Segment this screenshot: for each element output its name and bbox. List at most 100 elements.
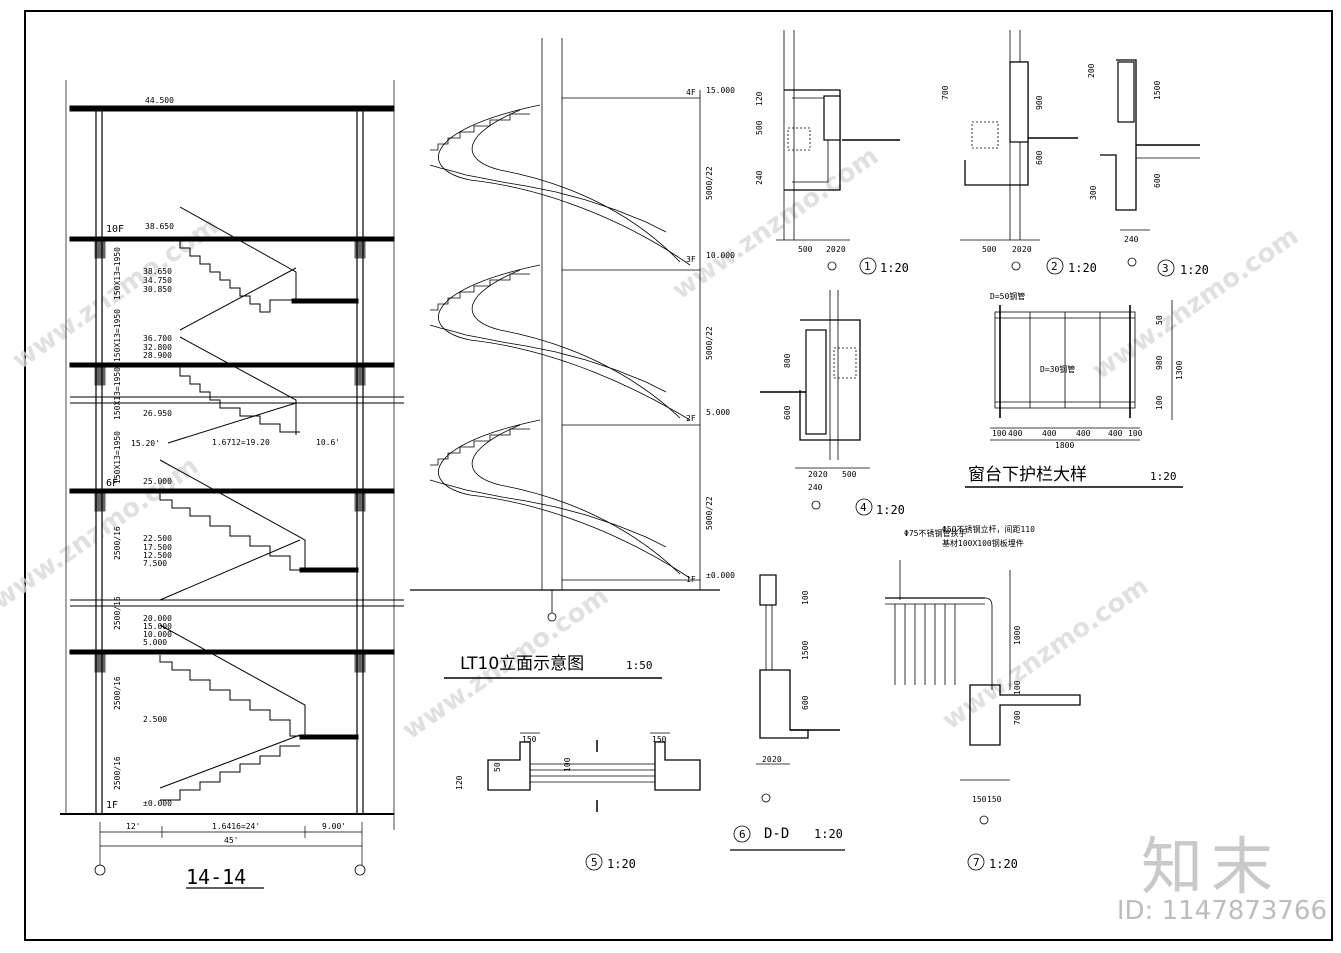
dim-label: 50 xyxy=(493,762,502,772)
detail-number: 4 xyxy=(860,501,867,514)
lt10-labels: 4F 15.000 3F 10.000 2F 5.000 1F ±0.000 5… xyxy=(460,86,735,674)
detail-number: 1 xyxy=(864,260,871,273)
section-14-14 xyxy=(60,80,404,889)
dim-label: 150X13=1950 xyxy=(113,247,122,300)
dim-label: 1500 xyxy=(801,641,810,660)
level-label: 2F xyxy=(686,414,696,423)
detail-7-labels: Φ75不锈钢管扶手 Φ50不锈钢立杆，间距110 基材100X100钢板埋件 1… xyxy=(904,524,1035,871)
elev-label: 7.500 xyxy=(143,559,167,568)
detail-number: 3 xyxy=(1162,262,1169,275)
dim-label: 600 xyxy=(801,695,810,710)
dim-label: 20 xyxy=(826,245,836,254)
dim-label: 400 xyxy=(1108,429,1123,438)
dim-label: 45' xyxy=(224,836,238,845)
elev-label: 25.000 xyxy=(143,477,172,486)
detail-6 xyxy=(730,574,845,851)
dim-label: 20 xyxy=(762,755,772,764)
dim-label: 100 xyxy=(1155,395,1164,410)
rail-note: D=50钢管 xyxy=(990,291,1025,301)
dim-label: 1000 xyxy=(1013,626,1022,645)
elev-label: 17.500 xyxy=(143,543,172,552)
detail-6-labels: 100 1500 600 20 20 6 D-D 1:20 xyxy=(739,590,843,842)
floor-label: 10F xyxy=(106,224,124,235)
drawing-title: D-D xyxy=(764,826,789,842)
dim-label: 150 xyxy=(987,795,1002,804)
elev-label: 20.000 xyxy=(143,614,172,623)
scale-label: 1:20 xyxy=(1180,263,1209,277)
dim-label: 500 xyxy=(755,120,764,135)
dim-label: 900 xyxy=(1035,95,1044,110)
elev-label: 5.000 xyxy=(143,638,167,647)
details-1-3 xyxy=(776,30,1200,277)
floor-label: 6F xyxy=(106,478,118,489)
scale-label: 1:20 xyxy=(1150,470,1177,483)
rail-note: D=30钢管 xyxy=(1040,364,1075,374)
dim-label: 120 xyxy=(755,91,764,106)
detail-5-labels: 150 150 50 120 100 5 1:20 xyxy=(455,735,667,871)
dim-label: 2500/16 xyxy=(113,596,122,630)
level-label: 4F xyxy=(686,88,696,97)
dim-label: 300 xyxy=(1089,185,1098,200)
dim-label: 5000/22 xyxy=(705,166,714,200)
dim-label: 500 xyxy=(982,245,997,254)
dim-label: 2500/16 xyxy=(113,526,122,560)
scale-label: 1:20 xyxy=(989,857,1018,871)
drawing-title: 窗台下护栏大样 xyxy=(968,465,1087,485)
dim-label: 240 xyxy=(1124,235,1139,244)
elev-label: 22.500 xyxy=(143,534,172,543)
dim-label: 150X13=1950 xyxy=(113,309,122,362)
scale-label: 1:20 xyxy=(1068,261,1097,275)
dim-label: 20 xyxy=(818,470,828,479)
dim-label: 100 xyxy=(992,429,1007,438)
elev-label: 26.950 xyxy=(143,409,172,418)
dim-label: 2500/16 xyxy=(113,676,122,710)
scale-label: 1:50 xyxy=(626,659,653,672)
detail-number: 2 xyxy=(1051,260,1058,273)
dim-label: 150 xyxy=(652,735,667,744)
dim-label: 2500/16 xyxy=(113,756,122,790)
elev-label: 5.000 xyxy=(706,408,730,417)
dim-label: 1500 xyxy=(1153,81,1162,100)
detail-7 xyxy=(885,560,1081,871)
note-label: 基材100X100钢板埋件 xyxy=(942,538,1024,548)
dim-label: 1.6712=19.20 xyxy=(212,438,270,447)
sheet-border xyxy=(24,10,1333,941)
dim-label: 600 xyxy=(1035,150,1044,165)
watermark-text: www.znzmo.com xyxy=(1087,221,1304,386)
rail-detail-labels: D=50钢管 D=30钢管 100 400 400 400 400 100 18… xyxy=(968,291,1184,485)
dim-label: 600 xyxy=(1153,173,1162,188)
dim-label: 1800 xyxy=(1055,441,1074,450)
dim-label: 100 xyxy=(1013,680,1022,695)
dim-label: 9.00' xyxy=(322,822,346,831)
dim-label: 700 xyxy=(1013,710,1022,725)
elev-label: 44.500 xyxy=(145,96,174,105)
dim-label: 10.6' xyxy=(316,438,340,447)
dim-label: 15.20' xyxy=(131,439,160,448)
elev-label: 32.800 xyxy=(143,343,172,352)
elev-label: 28.900 xyxy=(143,351,172,360)
level-label: 1F xyxy=(686,575,696,584)
elev-label: 15.000 xyxy=(706,86,735,95)
dim-label: 20 xyxy=(1012,245,1022,254)
dim-label: 700 xyxy=(941,85,950,100)
scale-label: 1:20 xyxy=(814,827,843,841)
floor-label: 1F xyxy=(106,800,118,811)
dim-label: 150 xyxy=(522,735,537,744)
dim-label: 240 xyxy=(808,483,823,492)
detail-number: 5 xyxy=(591,856,598,869)
scale-label: 1:20 xyxy=(607,857,636,871)
dim-label: 400 xyxy=(1008,429,1023,438)
elev-label: 36.700 xyxy=(143,334,172,343)
dim-label: 150 xyxy=(972,795,987,804)
drawing-title: LT10立面示意图 xyxy=(460,654,584,674)
dim-label: 500 xyxy=(842,470,857,479)
image-id-label: ID: 1147873766 xyxy=(1116,896,1327,926)
brand-logo-text: 知末 xyxy=(1140,830,1281,903)
elev-label: 34.750 xyxy=(143,276,172,285)
lt10-elevation xyxy=(410,38,720,679)
dim-label: 100 xyxy=(801,590,810,605)
dim-label: 400 xyxy=(1042,429,1057,438)
dim-label: 20 xyxy=(808,470,818,479)
elev-label: 38.650 xyxy=(145,222,174,231)
